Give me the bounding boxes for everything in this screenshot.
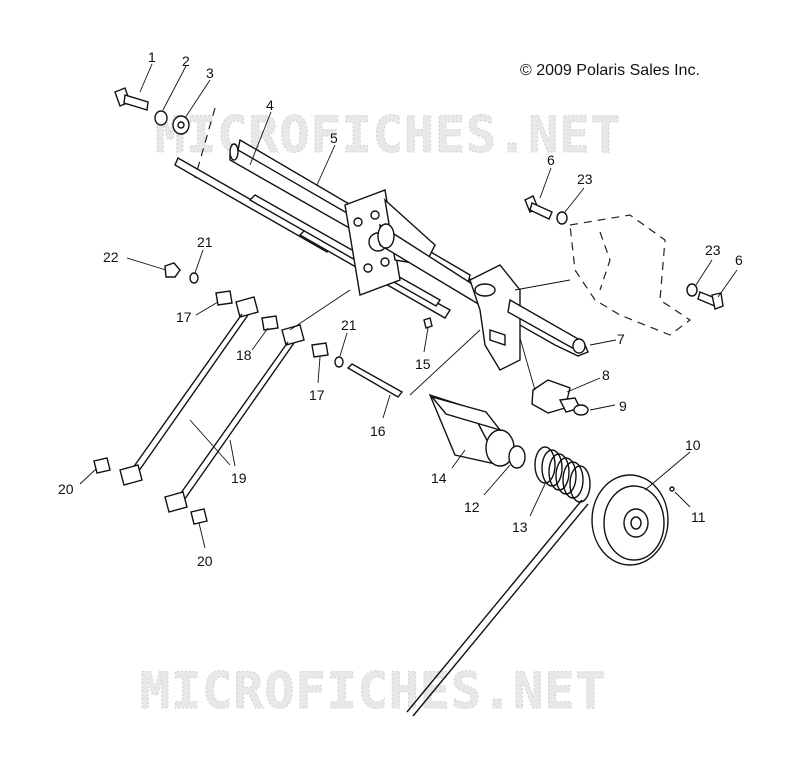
callout-label: 21 — [341, 317, 357, 333]
washer-3 — [172, 115, 190, 135]
callout-label: 6 — [547, 152, 555, 168]
washer-23-lower — [686, 283, 698, 297]
callout-label: 13 — [512, 519, 528, 535]
callout-label: 14 — [431, 470, 447, 486]
callout-labels: 1 2 3 4 5 6 23 22 21 17 18 21 17 15 16 7… — [58, 49, 743, 569]
callout-label: 4 — [266, 97, 274, 113]
callout-label: 20 — [197, 553, 213, 569]
washer-2 — [154, 110, 168, 126]
callout-label: 19 — [231, 470, 247, 486]
washer-23-upper — [556, 211, 568, 225]
bushing-17-lower — [311, 342, 329, 358]
callout-label: 22 — [103, 249, 119, 265]
washer-9 — [573, 404, 589, 416]
leader-lines — [79, 63, 738, 549]
callout-label: 2 — [182, 53, 190, 69]
bushing-17-upper — [215, 290, 233, 306]
nut-22 — [164, 262, 181, 278]
bolt-6-lower — [697, 291, 724, 310]
callout-label: 23 — [577, 171, 593, 187]
callout-label: 1 — [148, 49, 156, 65]
phantom-bracket — [194, 107, 692, 336]
pin-16 — [346, 363, 404, 398]
callout-label: 17 — [176, 309, 192, 325]
callout-label: 21 — [197, 234, 213, 250]
callout-label: 16 — [370, 423, 386, 439]
callout-label: 23 — [705, 242, 721, 258]
callout-label: 6 — [735, 252, 743, 268]
copyright-notice: © 2009 Polaris Sales Inc. — [520, 62, 700, 79]
clip-11 — [669, 486, 675, 492]
tie-rods — [119, 296, 305, 513]
bushing-18 — [261, 315, 279, 331]
callout-label: 3 — [206, 65, 214, 81]
mounting-plate — [344, 189, 506, 322]
bushing-20-left — [93, 457, 111, 474]
callout-label: 12 — [464, 499, 480, 515]
callout-label: 10 — [685, 437, 701, 453]
callout-label: 20 — [58, 481, 74, 497]
washer-21-upper — [189, 272, 199, 284]
bolt-6-upper — [524, 195, 553, 220]
torsion-spring-13 — [406, 446, 591, 717]
callout-label: 9 — [619, 398, 627, 414]
spacer-block-8 — [531, 379, 582, 414]
callout-label: 5 — [330, 130, 338, 146]
callout-label: 11 — [691, 509, 706, 525]
bolt-1 — [114, 87, 149, 111]
callout-label: 18 — [236, 347, 252, 363]
idler-wheel-10 — [591, 474, 669, 566]
callout-label: 17 — [309, 387, 325, 403]
watermark-bottom: MICROFICHES.NET — [140, 662, 607, 720]
callout-label: 15 — [415, 356, 431, 372]
pivot-arm — [469, 264, 586, 371]
sleeve-14 — [428, 393, 515, 467]
bushing-20-lower — [190, 508, 208, 525]
washer-12 — [508, 445, 526, 469]
fitting-15 — [423, 317, 433, 329]
callout-label: 7 — [617, 331, 625, 347]
washer-21-lower — [334, 356, 344, 368]
callout-label: 8 — [602, 367, 610, 383]
